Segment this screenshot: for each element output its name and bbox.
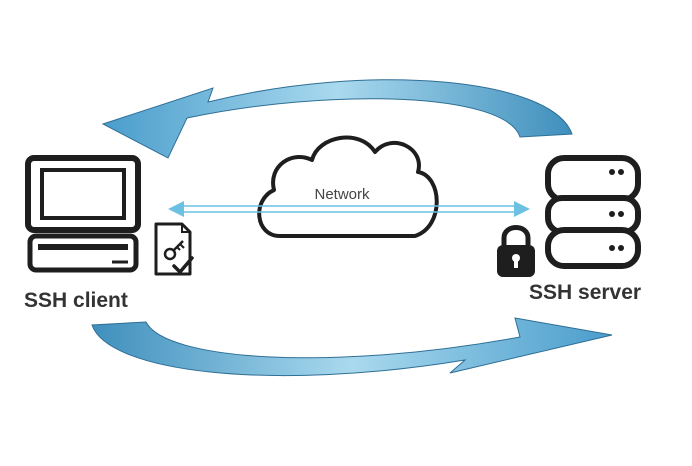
database-server-icon (545, 155, 641, 269)
network-link-arrow (168, 201, 530, 217)
desktop-computer-icon (25, 155, 141, 273)
network-label: Network (314, 186, 370, 203)
ssh-server-label: SSH server (529, 281, 641, 304)
key-certificate-icon (154, 222, 194, 276)
cloud-icon: Network (257, 135, 439, 238)
bottom-curved-arrow (91, 317, 613, 377)
padlock-icon (497, 225, 535, 277)
top-curved-arrow (101, 79, 573, 159)
ssh-client-label: SSH client (24, 289, 128, 312)
